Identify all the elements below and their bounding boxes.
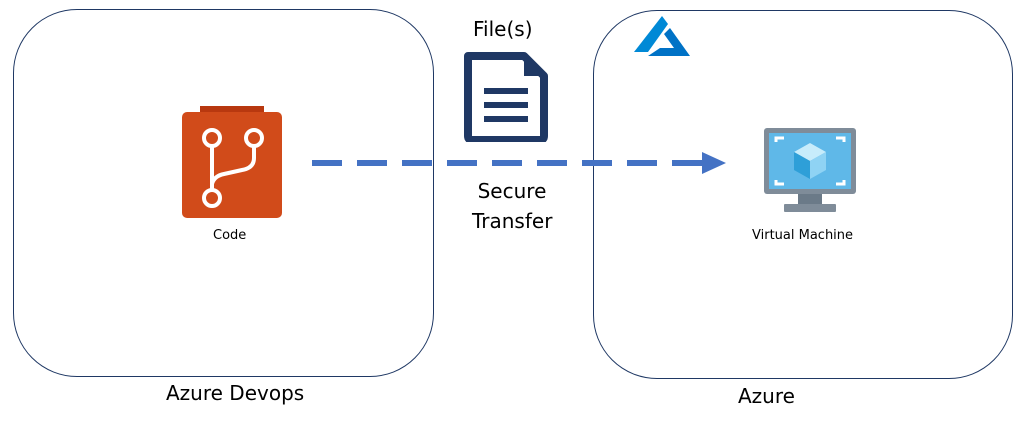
files-label: File(s) [473,17,533,41]
code-label: Code [213,228,247,243]
azure-title: Azure [738,384,795,408]
document-icon [464,52,548,142]
git-repo-icon [182,106,282,218]
azure-devops-title: Azure Devops [166,381,305,405]
secure-transfer-label: Secure Transfer [472,176,552,236]
virtual-machine-icon [764,128,856,212]
virtual-machine-label: Virtual Machine [752,228,854,243]
transfer-text: Transfer [472,209,553,233]
azure-logo-icon [634,16,690,56]
secure-text: Secure [477,179,547,203]
transfer-arrow [312,152,726,174]
